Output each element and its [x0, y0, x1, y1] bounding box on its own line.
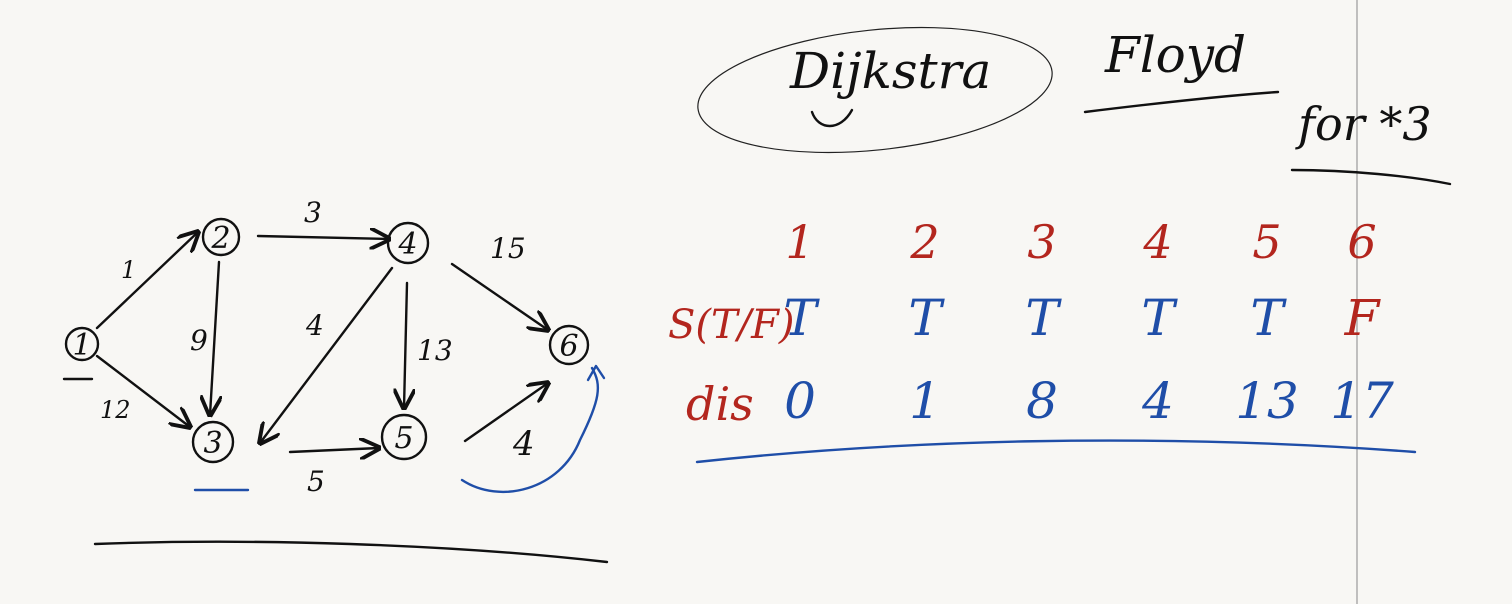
table-header-4: 4	[1142, 215, 1172, 269]
svg-text:6: 6	[559, 329, 578, 364]
edge-4-3	[260, 266, 394, 443]
svg-text:4: 4	[397, 227, 417, 262]
status-node-5: T	[1250, 289, 1287, 347]
dijkstra-j-tail	[810, 108, 854, 128]
dis-node-4: 4	[1141, 372, 1174, 430]
edge-2-3	[210, 260, 219, 415]
floyd-underline	[1083, 90, 1280, 114]
node-3: 3	[191, 420, 235, 464]
table-header-3: 3	[1027, 215, 1056, 269]
node-2: 2	[201, 217, 241, 257]
weight-3-5: 5	[307, 465, 325, 498]
dis-node-1: 0	[784, 372, 816, 430]
svg-text:1: 1	[72, 328, 91, 363]
relax-arc-tip	[586, 364, 606, 382]
edge-4-6	[450, 262, 548, 330]
status-node-2: T	[908, 289, 945, 347]
weight-1-3: 12	[100, 396, 131, 424]
table-header-5: 5	[1252, 215, 1281, 269]
dijkstra-circle	[697, 26, 1053, 154]
status-node-1: T	[783, 289, 820, 347]
edge-5-6	[463, 383, 548, 443]
weight-4-5: 13	[417, 334, 453, 367]
edge-2-4	[256, 236, 389, 239]
node-6: 6	[548, 324, 590, 366]
weight-4-6: 15	[490, 232, 526, 265]
table-header-2: 2	[909, 215, 939, 269]
weight-4-3: 4	[305, 309, 324, 342]
table-header-6: 6	[1347, 215, 1376, 269]
svg-text:2: 2	[210, 221, 230, 256]
svg-text:3: 3	[203, 426, 222, 461]
table-header-1: 1	[785, 215, 814, 269]
svg-text:5: 5	[394, 421, 413, 456]
weight-5-6: 4	[512, 424, 535, 464]
row2-label: dis	[686, 377, 754, 431]
table-underline	[695, 439, 1417, 464]
dijkstra-title: Dijkstra	[789, 42, 991, 100]
dis-node-3: 8	[1026, 372, 1058, 430]
node-4: 4	[386, 221, 430, 265]
edge-4-5	[404, 281, 407, 408]
weight-1-2: 1	[121, 256, 136, 284]
row1-label: S(T/F)	[668, 302, 795, 348]
for3-underline	[1290, 168, 1452, 186]
weight-2-4: 3	[304, 196, 322, 229]
edge-3-5	[288, 448, 379, 452]
graph-underline	[93, 540, 609, 564]
node-5: 5	[380, 413, 428, 461]
status-node-6: F	[1344, 289, 1382, 347]
floyd-title: Floyd	[1104, 26, 1246, 84]
status-node-4: T	[1141, 289, 1178, 347]
for3-title: for *3	[1295, 97, 1432, 151]
relax-arc	[460, 366, 599, 494]
edge-1-3	[95, 354, 190, 427]
node-1: 1	[64, 326, 100, 363]
dis-node-5: 13	[1235, 372, 1299, 430]
dis-node-6: 17	[1330, 372, 1394, 430]
weight-2-3: 9	[190, 324, 208, 357]
edge-1-2	[95, 232, 198, 330]
dis-node-2: 1	[909, 372, 941, 430]
status-node-3: T	[1025, 289, 1062, 347]
